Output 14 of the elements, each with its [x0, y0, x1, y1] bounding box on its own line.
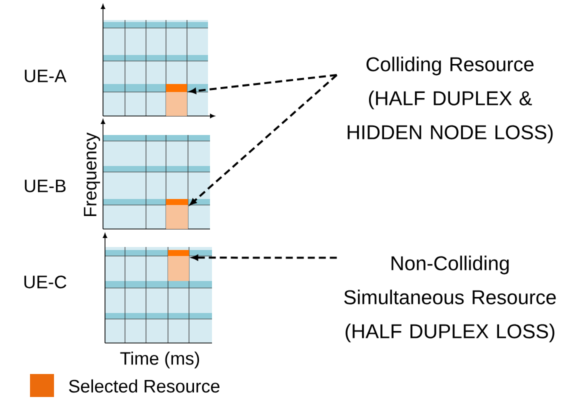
dashed-arrow — [192, 254, 337, 260]
row-label: UE-C — [24, 276, 66, 288]
callout-text: Non-Colliding Simultaneous Resource (HALF DUPLEX LOSS) — [344, 256, 556, 342]
dashed-arrow — [190, 74, 338, 205]
callout-text: Colliding Resource (HALF DUPLEX & HIDDEN NODE LOSS) — [348, 56, 553, 144]
selected-resource — [168, 250, 189, 281]
selected-resource — [166, 84, 187, 116]
selected-resource — [166, 199, 188, 229]
dashed-arrow — [190, 74, 337, 94]
axis-label: Time (ms) — [120, 352, 200, 368]
row-label: UE-B — [24, 180, 66, 192]
row-label: UE-A — [24, 70, 66, 82]
axis-label: Frequency — [84, 132, 100, 216]
legend-text: Selected Resource — [69, 379, 220, 393]
